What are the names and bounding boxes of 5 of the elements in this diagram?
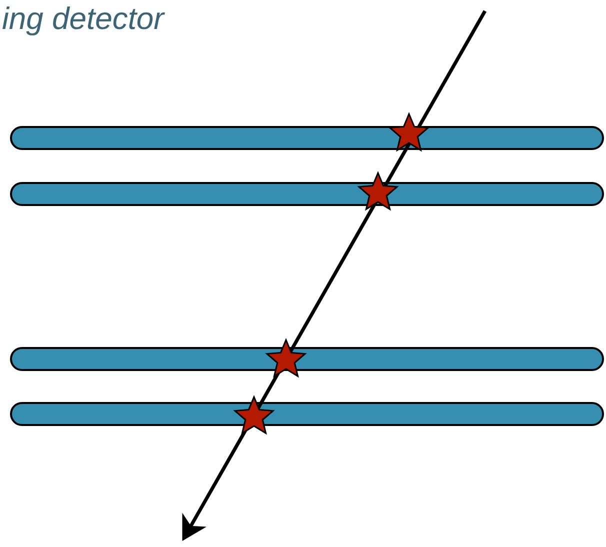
detector-layer-bar bbox=[10, 182, 604, 206]
title: ing detector bbox=[2, 0, 164, 38]
detector-layer-bar bbox=[10, 347, 604, 371]
detector-layer-bar bbox=[10, 126, 604, 150]
detector-layer-bar bbox=[10, 402, 604, 426]
